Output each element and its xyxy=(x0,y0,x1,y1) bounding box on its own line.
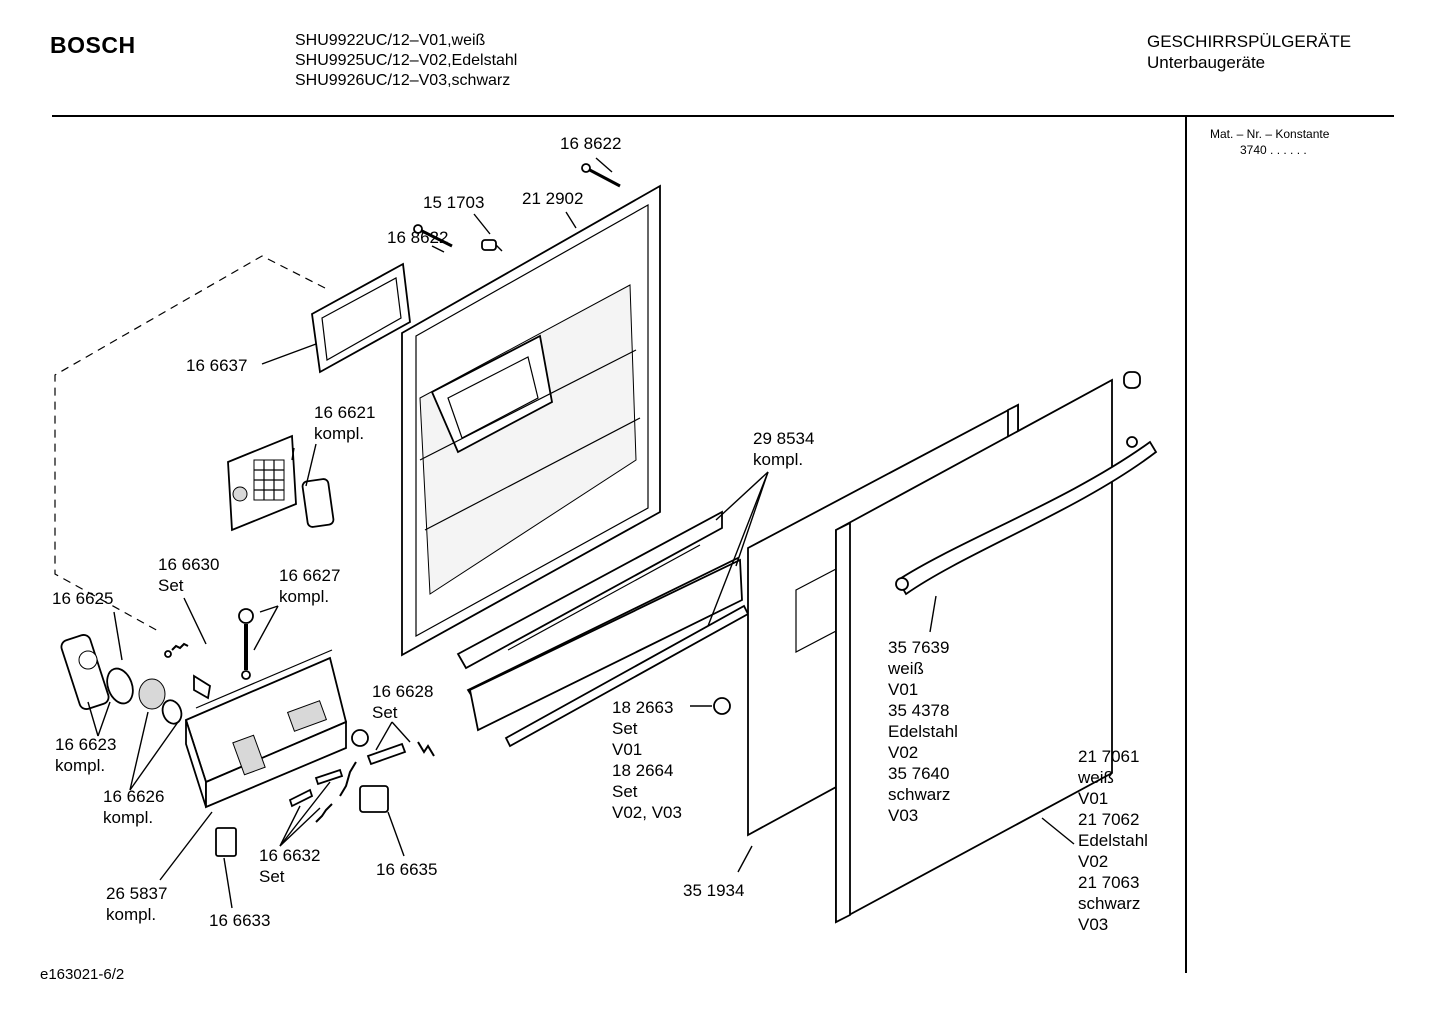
callout-c10: 16 6625 xyxy=(52,589,113,608)
knob-bezel xyxy=(60,634,110,710)
screw-top-left xyxy=(413,224,453,248)
model-line: SHU9922UC/12–V01,weiß xyxy=(295,32,486,49)
model-list: SHU9922UC/12–V01,weiß SHU9925UC/12–V02,E… xyxy=(295,31,517,91)
category-subtitle: Unterbaugeräte xyxy=(1147,53,1266,72)
callout-c2: 15 1703 xyxy=(423,193,484,212)
callout-c17: 16 6633 xyxy=(209,911,270,930)
handle-cap xyxy=(1123,371,1141,389)
callout-c19: 35 1934 xyxy=(683,881,744,900)
callout-c15: 16 6635 xyxy=(376,860,437,879)
callout-c5: 16 6637 xyxy=(186,356,247,375)
door-handle xyxy=(895,436,1158,596)
callout-c4: 16 8622 xyxy=(387,228,448,247)
material-label: Mat. – Nr. – Konstante xyxy=(1210,127,1330,141)
knob-core xyxy=(138,678,166,710)
model-line: SHU9926UC/12–V03,schwarz xyxy=(295,72,511,89)
header-divider xyxy=(52,115,1394,117)
leader-lines xyxy=(87,157,1075,909)
exploded-parts-diagram: 16 8622 15 1703 21 2902 16 8622 16 6637 … xyxy=(52,134,1158,934)
callout-c20: 35 7639 weiß V01 35 4378 Edelstahl V02 3… xyxy=(887,638,963,825)
plate-166633 xyxy=(215,827,237,857)
inner-door-panel xyxy=(401,184,661,657)
control-bar xyxy=(456,510,750,748)
screw-top-right xyxy=(581,163,621,188)
knob-ring xyxy=(106,667,134,705)
callout-c18: 18 2663 Set V01 18 2664 Set V02, V03 xyxy=(612,698,682,822)
material-value: 3740 . . . . . . xyxy=(1240,143,1307,157)
lever-set-166632 xyxy=(288,761,357,823)
callout-c3: 21 2902 xyxy=(522,189,583,208)
sidebar-divider xyxy=(1185,117,1187,973)
category-title: GESCHIRRSPÜLGERÄTE xyxy=(1147,32,1352,51)
button-182663 xyxy=(713,697,731,715)
ball-part xyxy=(351,729,369,747)
clip-151703 xyxy=(481,239,503,252)
callout-labels: 16 8622 15 1703 21 2902 16 8622 16 6637 … xyxy=(52,134,1153,934)
callout-c1: 16 8622 xyxy=(560,134,621,153)
control-module xyxy=(184,649,348,809)
knob-oring xyxy=(161,699,183,725)
assembly-dash-line xyxy=(54,255,326,633)
detergent-dispenser xyxy=(227,434,297,532)
model-line: SHU9925UC/12–V02,Edelstahl xyxy=(295,52,518,69)
gasket-frame xyxy=(311,262,411,374)
drawing-code: e163021-6/2 xyxy=(40,966,125,983)
material-info: Mat. – Nr. – Konstante 3740 . . . . . . xyxy=(1210,126,1329,158)
dispenser-seal xyxy=(301,478,335,528)
spring-166630 xyxy=(164,642,211,700)
switch-166635 xyxy=(359,785,389,813)
callout-c21: 21 7061 weiß V01 21 7062 Edelstahl V02 2… xyxy=(1077,747,1153,934)
brand-logo: BOSCH xyxy=(50,32,136,58)
pressure-valve xyxy=(238,608,254,680)
lever-set-166628 xyxy=(366,741,435,766)
appliance-category: GESCHIRRSPÜLGERÄTE Unterbaugeräte xyxy=(1147,31,1351,73)
